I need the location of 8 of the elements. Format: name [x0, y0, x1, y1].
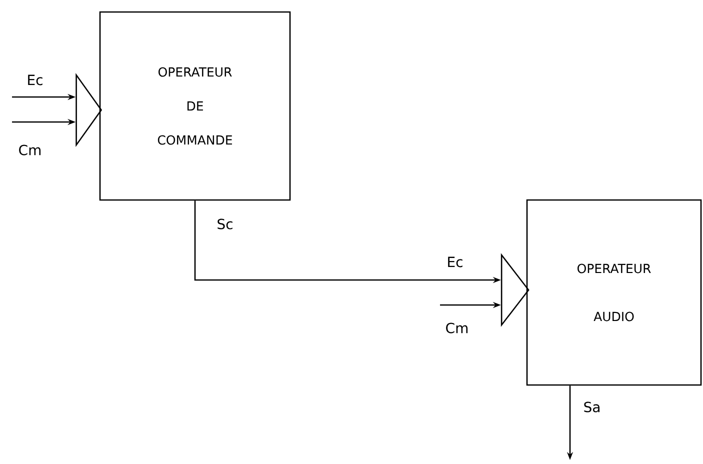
signal-label: Sa: [584, 402, 600, 412]
signal-label: Sc: [218, 218, 232, 230]
signal-label: Ec: [28, 74, 42, 86]
operator-box: OPERATEUR AUDIO: [526, 199, 702, 386]
signal-label: Ec: [448, 256, 462, 268]
signal-label: Cm: [446, 322, 468, 334]
signal-label: Cm: [19, 144, 41, 156]
operator-box: OPERATEUR DE COMMANDE: [99, 11, 291, 201]
